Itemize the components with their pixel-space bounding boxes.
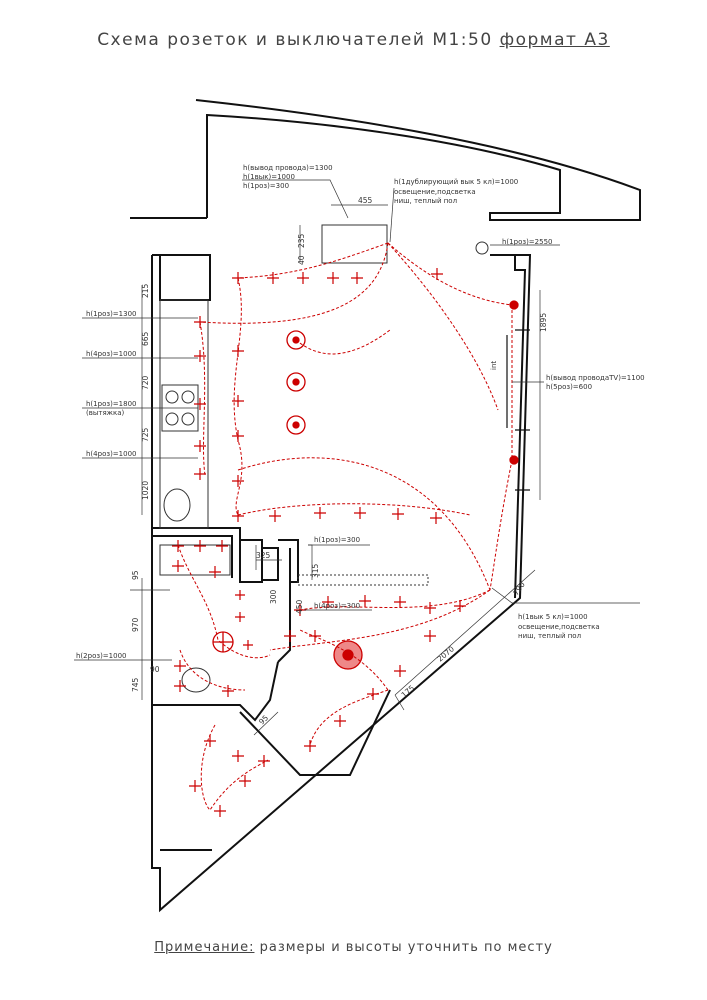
- window-marks: [515, 329, 530, 491]
- dim-175: 175: [400, 683, 417, 699]
- dim-325: 325: [256, 551, 271, 560]
- footer-note: Примечание: размеры и высоты уточнить по…: [0, 940, 707, 955]
- dim-40: 40: [297, 255, 306, 265]
- dim-215: 215: [141, 283, 150, 298]
- socket-markers: [172, 268, 466, 817]
- dim-455: 455: [358, 196, 373, 205]
- walls: [130, 99, 641, 913]
- balcony-wall: [195, 99, 641, 221]
- label-sw5-desc: освещение,подсветка: [518, 623, 600, 631]
- label-tv-out: h(вывод проводаTV)=1100: [546, 374, 645, 382]
- label-khood: (вытяжка): [86, 409, 124, 417]
- dim-235: 235: [297, 233, 306, 248]
- shelf: [297, 574, 429, 586]
- bath-inner-wall: [152, 535, 233, 578]
- label-sw5-desc2: ниш, теплый пол: [518, 632, 581, 640]
- label-k1000b: h(4роз)=1000: [86, 450, 136, 458]
- title-main: Схема розеток и выключателей М1:50: [97, 30, 493, 50]
- shaft-wall: [278, 539, 299, 583]
- light-icon: [286, 415, 306, 435]
- note-text: размеры и высоты уточнить по месту: [259, 940, 553, 955]
- bath-tub: [159, 544, 231, 576]
- labels: h(вывод провода)=1300 h(1вык)=1000 h(1ро…: [76, 164, 645, 660]
- burner-icon: [181, 412, 195, 426]
- wiring: [177, 242, 513, 811]
- label-sw5: h(1вык 5 кл)=1000: [518, 613, 588, 621]
- outer-wall: [151, 254, 532, 913]
- label-k1800: h(1роз)=1800: [86, 400, 136, 408]
- dim-970: 970: [131, 617, 140, 632]
- label-dup-desc2: ниш, теплый пол: [394, 197, 457, 205]
- dim-450: 450: [295, 599, 304, 614]
- sink-icon: [163, 488, 191, 522]
- dim-745: 745: [131, 677, 140, 692]
- burner-icon: [165, 412, 179, 426]
- label-k1300: h(1роз)=1300: [86, 310, 136, 318]
- dim-1020: 1020: [141, 481, 150, 500]
- page-title: Схема розеток и выключателей М1:50 форма…: [0, 30, 707, 50]
- label-bath: h(2роз)=1000: [76, 652, 126, 660]
- tap-icon: [475, 241, 489, 255]
- dim-95: 95: [131, 570, 140, 580]
- label-dup-switch: h(1дублирующий вык 5 кл)=1000: [394, 178, 518, 186]
- dimension-lines: [74, 179, 640, 736]
- light-icon: [286, 372, 306, 392]
- light-icon: [286, 330, 306, 350]
- corner-wall: [152, 254, 211, 301]
- dim-300: 300: [269, 589, 278, 604]
- note-label: Примечание:: [154, 940, 255, 955]
- label-tv-sockets: h(5роз)=600: [546, 383, 592, 391]
- corridor-wall: [277, 582, 291, 663]
- bath-bottom-wall: [152, 661, 279, 722]
- label-k1000a: h(4роз)=1000: [86, 350, 136, 358]
- dim-790: 790: [511, 580, 527, 597]
- label-dup-desc: освещение,подсветка: [394, 188, 476, 196]
- toilet-icon: [181, 667, 211, 693]
- dim-725: 725: [141, 427, 150, 442]
- dim-1895: 1895: [539, 313, 548, 332]
- kitchen-counter: [159, 299, 209, 529]
- balcony-box: [321, 224, 388, 264]
- ceiling-lights: [212, 300, 519, 670]
- label-mid-300: h(1роз)=300: [314, 536, 360, 544]
- bath-wall: [152, 527, 263, 583]
- label-switch1: h(1вык)=1000: [243, 173, 295, 181]
- label-socket1: h(1роз)=300: [243, 182, 289, 190]
- dim-720: 720: [141, 375, 150, 390]
- label-mid-300b: h(4роз)=300: [314, 602, 360, 610]
- burner-icon: [181, 390, 195, 404]
- dim-90: 90: [150, 665, 160, 674]
- dim-2070: 2070: [436, 644, 457, 663]
- closet-wall: [239, 689, 391, 776]
- niche-wall: [262, 547, 279, 581]
- label-wire-out: h(вывод провода)=1300: [243, 164, 333, 172]
- dim-665: 665: [141, 331, 150, 346]
- label-int: int: [490, 361, 498, 370]
- label-socket-top: h(1роз)=2550: [502, 238, 552, 246]
- dim-315: 315: [311, 563, 320, 578]
- burner-icon: [165, 390, 179, 404]
- title-format: формат А3: [499, 30, 610, 50]
